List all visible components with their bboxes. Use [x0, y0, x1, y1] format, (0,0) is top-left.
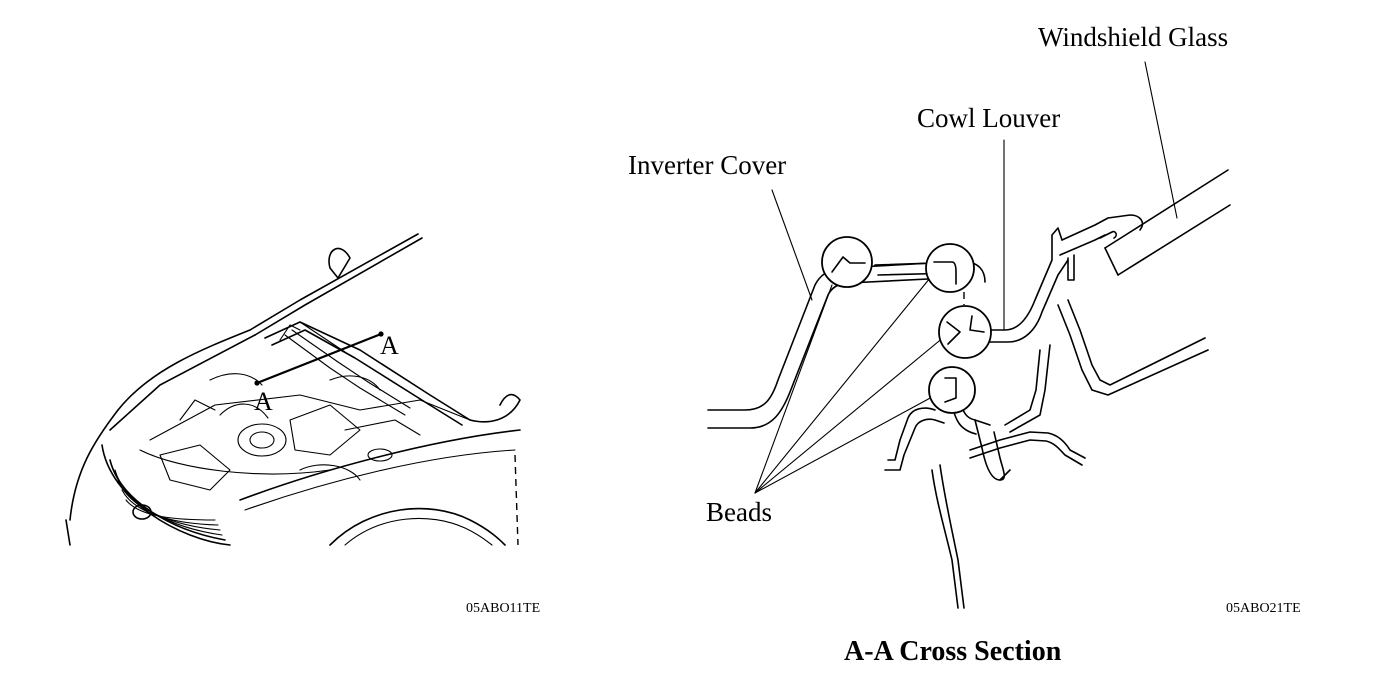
- engine-bay: [139, 373, 471, 491]
- left-figure-code: 05ABO11TE: [466, 601, 540, 616]
- label-beads: Beads: [706, 497, 772, 527]
- bead-detail-2: [925, 243, 975, 293]
- label-windshield-glass: Windshield Glass: [1038, 22, 1228, 52]
- label-inverter-cover: Inverter Cover: [628, 150, 786, 180]
- bead-detail-4: [928, 366, 976, 414]
- grille: [109, 459, 226, 541]
- bead-detail-3: [938, 305, 992, 359]
- right-figure-code: 05ABO21TE: [1226, 601, 1301, 616]
- bead-detail-1: [821, 236, 873, 288]
- section-marker-a-right: A: [380, 331, 399, 360]
- right-fender: [239, 393, 521, 546]
- section-marker-a-left: A: [254, 387, 273, 416]
- figure-caption: A-A Cross Section: [844, 636, 1062, 667]
- label-cowl-louver: Cowl Louver: [917, 103, 1060, 133]
- section-line-a-a: [254, 331, 384, 386]
- cowl-area: [264, 321, 471, 426]
- car-hood-open-drawing: A A: [65, 233, 521, 546]
